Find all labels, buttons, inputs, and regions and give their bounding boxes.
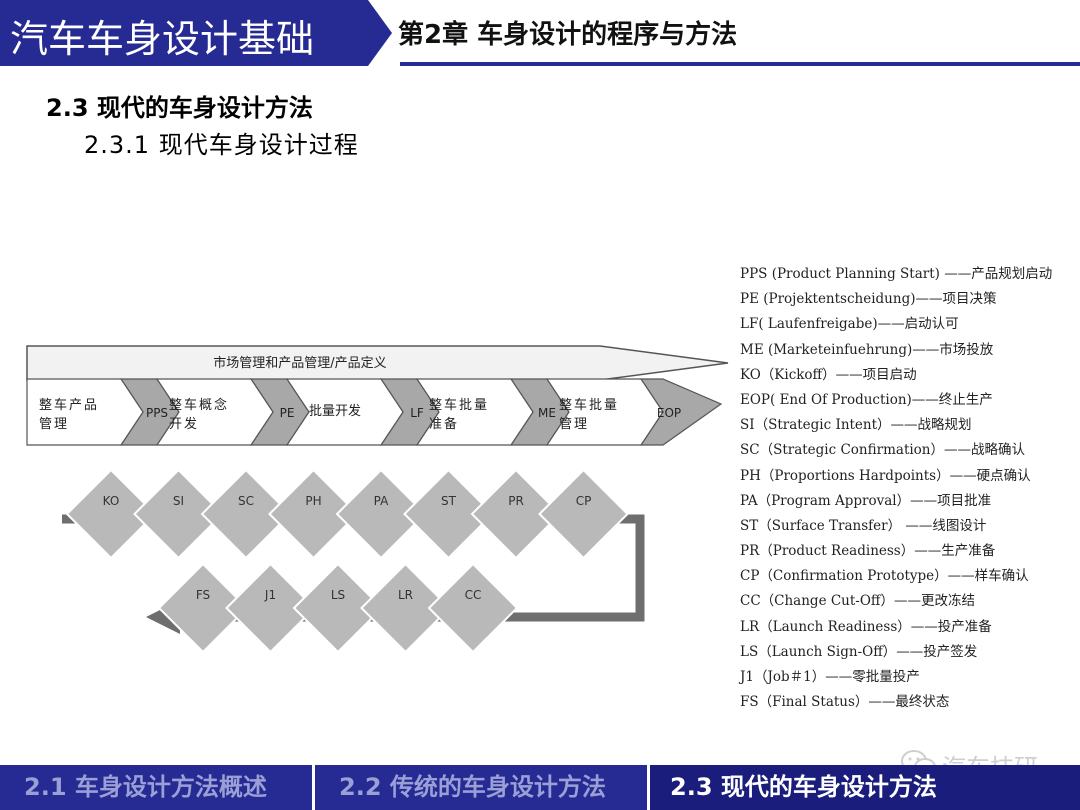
section-nav: 2.1 车身设计方法概述 2.2 传统的车身设计方法 2.3 现代的车身设计方法 [0,765,1080,810]
header-background [0,0,1080,66]
legend-item: KO（Kickoff）——项目启动 [740,366,917,383]
gate-label: SC [238,494,254,508]
phase-label: 整车批量 [429,397,489,413]
gate-label: CC [465,588,482,602]
gate-cc [427,562,519,654]
gate-label: CP [576,494,592,508]
legend-item: LR（Launch Readiness）——投产准备 [740,618,992,635]
gate-ph [268,468,359,560]
legend-item: PA（Program Approval）——项目批准 [740,492,992,509]
gate-label: LR [398,588,413,602]
phase-label: 管理 [39,417,69,432]
gate-pa [335,468,427,560]
gate-sc [200,468,292,560]
legend-item: LF( Laufenfreigabe)——启动认可 [740,316,959,333]
subsection-title: 2.3.1 现代车身设计过程 [84,131,359,159]
gate-label: PH [305,494,321,508]
legend-item: CP（Confirmation Prototype）——样车确认 [740,568,1029,585]
gate-label: J1 [264,588,276,602]
phase-label: 批量开发 [309,403,361,419]
legend-item: ST（Surface Transfer） ——线图设计 [740,517,987,534]
footer-tab-2-3[interactable]: 2.3 现代的车身设计方法 [650,765,1080,810]
legend-item: SI（Strategic Intent）——战略规划 [740,417,972,434]
footer-tab-2-2[interactable]: 2.2 传统的车身设计方法 [315,765,650,810]
phase-label: 开发 [169,416,199,432]
gate-label: PR [508,494,524,508]
legend-item: PPS (Product Planning Start) ——产品规划启动 [740,266,1053,282]
gate-label: KO [103,494,120,508]
legend-item: CC（Change Cut-Off）——更改冻结 [740,593,976,610]
legend-item: PR（Product Readiness）——生产准备 [740,543,996,560]
market-management-banner [26,345,729,381]
milestone-label: PPS [146,406,168,420]
milestone-label: EOP [657,406,681,420]
milestone-label: PE [280,406,295,420]
phase-label: 管理 [559,417,589,432]
gate-ls [292,562,384,654]
legend-item: J1（Job＃1）——零批量投产 [740,669,920,685]
legend-item: EOP( End Of Production)——终止生产 [740,391,993,408]
milestone-label: ME [538,406,556,420]
legend-item: FS（Final Status）——最终状态 [740,694,950,711]
header-title-band [0,0,392,66]
gate-si [133,468,224,560]
phase-label: 整车概念 [169,397,229,413]
header-underline [400,62,1080,66]
phase-label: 整车批量 [559,397,619,413]
phase-box [285,378,404,446]
phase-box [545,378,664,446]
gate-cp [538,468,629,560]
gate-j1 [225,562,316,654]
gate-st [403,468,494,560]
gate-label: FS [196,588,210,602]
gate-label: SI [173,494,184,508]
gate-ko [65,468,157,560]
legend-item: LS（Launch Sign-Off）——投产签发 [740,643,978,660]
legend-item: PH（Proportions Hardpoints）——硬点确认 [740,467,1031,484]
header: 汽车车身设计基础 第2章 车身设计的程序与方法 [0,0,1080,66]
quality-gates: KO SI SC PH PA ST PR CP FS J1 LS LR CC [65,468,629,654]
phase-label: 准备 [429,416,459,432]
chapter-title: 第2章 车身设计的程序与方法 [398,20,738,50]
phase-box [26,378,144,446]
phase-label: 整车产品 [39,397,99,413]
legend-item: PE (Projektentscheidung)——项目决策 [740,291,997,308]
gate-pr [470,468,562,560]
gate-label: PA [374,494,389,508]
abbreviation-legend: PPS (Product Planning Start) ——产品规划启动 PE … [740,262,1052,715]
gate-label: ST [441,494,457,508]
gate-label: LS [331,588,345,602]
phase-box [155,378,274,446]
section-title: 2.3 现代的车身设计方法 [46,94,313,122]
footer-tab-2-1[interactable]: 2.1 车身设计方法概述 [0,765,315,810]
course-title: 汽车车身设计基础 [10,17,315,61]
legend-item: SC（Strategic Confirmation）——战略确认 [740,442,1026,459]
phase-box [415,378,534,446]
banner-label: 市场管理和产品管理/产品定义 [213,355,386,371]
milestone-label: LF [410,406,424,420]
gate-fs [157,562,249,654]
legend-item: ME (Marketeinfuehrung)——市场投放 [740,341,994,358]
gate-lr [360,562,451,654]
